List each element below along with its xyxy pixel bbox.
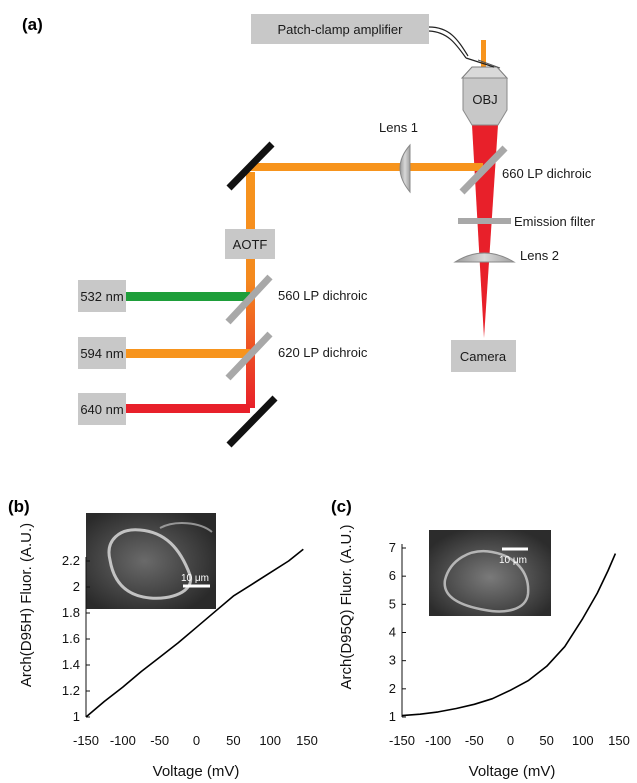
beam-640 [126, 404, 250, 413]
electrode-wire [428, 26, 495, 68]
lens-2 [453, 252, 516, 263]
x-tick-label-b: 0 [193, 733, 200, 748]
sample-slide [460, 66, 509, 79]
laser-594-box [78, 337, 126, 369]
y-tick-label-c: 5 [389, 596, 396, 611]
cell-membrane-b [107, 528, 193, 600]
scale-bar-label-c: 10 μm [499, 555, 527, 566]
lens-1-label: Lens 1 [379, 120, 418, 135]
x-tick-label-b: 50 [226, 733, 240, 748]
excitation-horizontal-beam [250, 163, 483, 171]
cell-membrane-c [443, 550, 530, 613]
y-tick-label-b: 1.2 [62, 683, 80, 698]
y-tick-label-b: 1.6 [62, 631, 80, 646]
camera-label: Camera [460, 349, 507, 364]
lens-1 [399, 143, 411, 194]
emission-filter [458, 218, 511, 224]
dichroic-660 [459, 145, 508, 195]
scale-bar-label-b: 10 μm [181, 573, 209, 584]
emission-filter-label: Emission filter [514, 214, 596, 229]
y-axis-title-c: Arch(D95Q) Fluor. (A.U.) [338, 524, 355, 689]
patch-beam [481, 40, 486, 70]
y-tick-label-c: 6 [389, 568, 396, 583]
camera-box [451, 340, 516, 372]
laser-594-label: 594 nm [80, 346, 123, 361]
y-tick-label-c: 1 [389, 709, 396, 724]
objective [462, 77, 508, 126]
laser-532-box [78, 280, 126, 312]
panel-label-b: (b) [8, 497, 30, 516]
cell-image-b [86, 513, 216, 609]
chart-d95q: 10 μm Arch(D95Q) Fluor. (A.U.) Voltage (… [338, 524, 630, 780]
y-tick-label-b: 1.8 [62, 605, 80, 620]
y-tick-label-c: 3 [389, 653, 396, 668]
y-tick-label-c: 2 [389, 681, 396, 696]
aotf-box [225, 229, 275, 259]
x-tick-label-b: -100 [110, 733, 136, 748]
x-tick-label-b: -50 [150, 733, 169, 748]
chart-d95h: 10 μm Arch(D95H) Fluor. (A.U.) Voltage (… [18, 513, 318, 780]
x-tick-label-c: -150 [389, 733, 415, 748]
dichroic-560-label: 560 LP dichroic [278, 288, 368, 303]
laser-640-box [78, 393, 126, 425]
y-tick-label-b: 2.2 [62, 553, 80, 568]
dichroic-620 [225, 331, 273, 381]
x-tick-label-b: -150 [73, 733, 99, 748]
y-tick-label-c: 7 [389, 540, 396, 555]
mirror-top [226, 141, 275, 191]
dichroic-660-label: 660 LP dichroic [502, 166, 592, 181]
x-tick-label-c: 100 [572, 733, 594, 748]
x-tick-label-c: -100 [425, 733, 451, 748]
lens-2-label: Lens 2 [520, 248, 559, 263]
amplifier-label: Patch-clamp amplifier [278, 22, 404, 37]
panel-label-a: (a) [22, 15, 43, 34]
x-tick-label-b: 150 [296, 733, 318, 748]
x-tick-label-c: 0 [507, 733, 514, 748]
y-axis-title-b: Arch(D95H) Fluor. (A.U.) [18, 523, 35, 687]
data-line-b [85, 548, 304, 718]
x-tick-label-c: -50 [465, 733, 484, 748]
x-axis-title-c: Voltage (mV) [469, 763, 556, 780]
x-tick-label-b: 100 [259, 733, 281, 748]
mirror-bottom [226, 395, 278, 448]
y-tick-label-b: 1.4 [62, 657, 80, 672]
beam-532 [126, 292, 250, 301]
dichroic-560 [225, 274, 273, 325]
excitation-vertical-beam [246, 172, 255, 408]
y-tick-label-b: 2 [73, 579, 80, 594]
beam-594 [126, 349, 250, 358]
x-axis-title-b: Voltage (mV) [153, 763, 240, 780]
cell-image-c [429, 530, 551, 616]
amplifier-box [251, 14, 429, 44]
y-tick-label-b: 1 [73, 709, 80, 724]
y-tick-label-c: 4 [389, 625, 396, 640]
panel-label-c: (c) [331, 497, 352, 516]
aotf-label: AOTF [233, 237, 268, 252]
data-line-c [401, 553, 617, 717]
dichroic-620-label: 620 LP dichroic [278, 345, 368, 360]
objective-label: OBJ [472, 92, 497, 107]
setup-diagram: (a) OBJ Patch-clamp amplifi [22, 14, 596, 448]
x-tick-label-c: 50 [539, 733, 553, 748]
laser-532-label: 532 nm [80, 289, 123, 304]
x-tick-label-c: 150 [608, 733, 630, 748]
pipette [477, 59, 501, 69]
laser-640-label: 640 nm [80, 402, 123, 417]
cell-edge-b [159, 522, 213, 533]
